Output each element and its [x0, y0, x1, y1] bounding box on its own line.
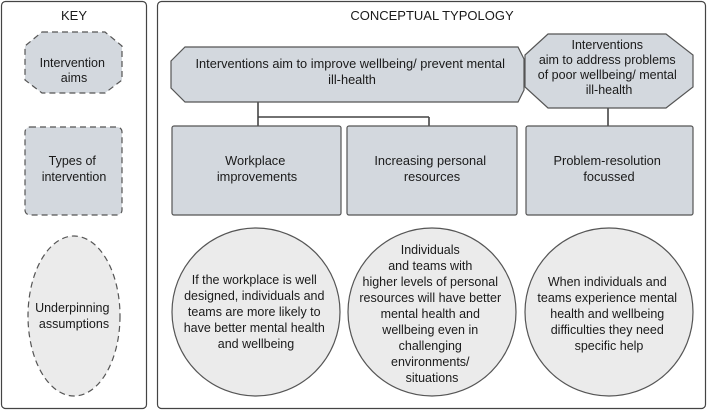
aim-address-label: Interventions aim to address problems of…	[538, 38, 680, 97]
assumption-circle-workplace	[171, 227, 341, 397]
aim-octagon-narrow	[524, 33, 694, 109]
aim-octagon-wide	[170, 46, 525, 103]
key-rect-shape	[24, 126, 123, 216]
type-rect-resources	[346, 125, 518, 216]
assumption-workplace: If the workplace is well designed, indiv…	[171, 227, 341, 397]
aim-prevent-label: Interventions aim to improve wellbeing/ …	[196, 56, 509, 87]
key-title: KEY	[61, 8, 87, 23]
assumption-workplace-text: If the workplace is well designed, indiv…	[184, 273, 329, 351]
key-label-types-of-intervention: Types of intervention	[42, 154, 107, 184]
type-workplace-improvements: Workplace improvements	[171, 125, 342, 216]
aim-address-problems: Interventions aim to address problems of…	[524, 33, 694, 109]
key-panel: KEY Intervention aims Types of intervent…	[0, 0, 148, 410]
assumption-problem-text: When individuals and teams experience me…	[537, 275, 680, 353]
key-label-intervention-aims: Intervention aims	[40, 56, 109, 85]
key-octagon-shape	[24, 31, 123, 94]
type-increasing-resources: Increasing personal resources	[346, 125, 518, 216]
key-ellipse-shape	[27, 235, 121, 397]
type-rect-problem	[525, 125, 694, 216]
assumption-problem: When individuals and teams experience me…	[524, 227, 694, 397]
aim-prevent-wellbeing: Interventions aim to improve wellbeing/ …	[170, 46, 525, 103]
key-item-types-of-intervention: Types of intervention	[24, 126, 123, 216]
typology-panel: CONCEPTUAL TYPOLOGY Interventions aim to…	[156, 0, 707, 410]
key-item-intervention-aims: Intervention aims	[24, 31, 123, 94]
type-resources-label: Increasing personal resources	[374, 153, 489, 184]
type-workplace-label: Workplace improvements	[217, 153, 297, 184]
type-problem-resolution: Problem-resolution focussed	[525, 125, 694, 216]
typology-title: CONCEPTUAL TYPOLOGY	[350, 8, 514, 23]
assumption-circle-problem	[524, 227, 694, 397]
assumption-resources: Individuals and teams with higher levels…	[347, 227, 517, 397]
connector-lines	[257, 102, 609, 126]
key-item-underpinning-assumptions: Underpinning assumptions	[27, 235, 121, 397]
assumption-circle-resources	[347, 227, 517, 397]
assumption-resources-text: Individuals and teams with higher levels…	[359, 243, 504, 385]
key-label-underpinning-assumptions: Underpinning assumptions	[35, 301, 113, 331]
type-problem-label: Problem-resolution focussed	[554, 153, 665, 184]
type-rect-workplace	[171, 125, 342, 216]
